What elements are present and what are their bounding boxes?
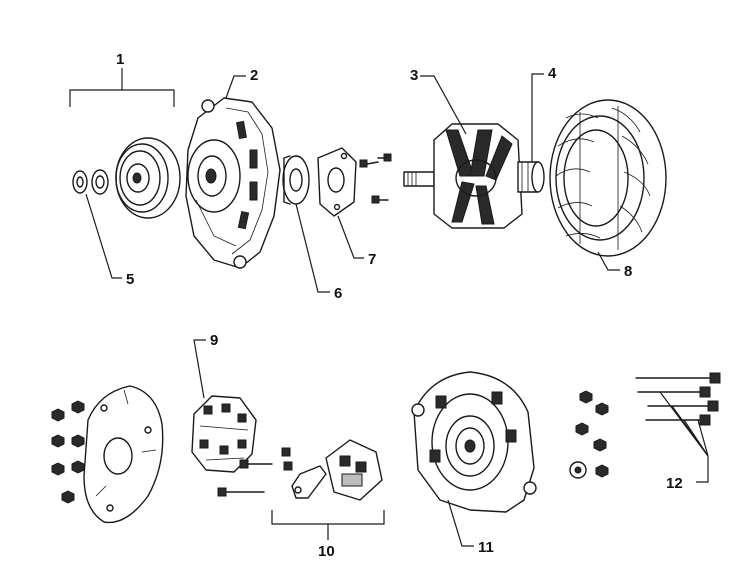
callout-8: 8 bbox=[624, 263, 632, 280]
callout-11: 11 bbox=[478, 539, 494, 556]
slip-ring-end-housing bbox=[411, 371, 537, 513]
callout-4: 4 bbox=[548, 65, 557, 82]
callout-9: 9 bbox=[210, 332, 218, 349]
bolt-leaders bbox=[659, 391, 709, 483]
leader-5 bbox=[85, 193, 122, 279]
leader-7 bbox=[337, 215, 364, 259]
retainer-screws bbox=[359, 153, 392, 204]
voltage-regulator bbox=[325, 439, 383, 501]
leader-9 bbox=[193, 339, 206, 399]
drive-end-housing bbox=[185, 97, 281, 269]
pulley-assembly-bracket bbox=[69, 68, 175, 107]
leader-2 bbox=[225, 75, 246, 99]
leader-6 bbox=[295, 203, 330, 293]
callout-5: 5 bbox=[126, 271, 134, 288]
through-bolts bbox=[635, 372, 721, 426]
callout-10: 10 bbox=[318, 543, 335, 560]
callout-7: 7 bbox=[368, 251, 376, 268]
bearing-retainer-plate bbox=[317, 147, 357, 217]
callout-12: 12 bbox=[666, 475, 683, 492]
brush-lead bbox=[291, 465, 327, 499]
callout-1: 1 bbox=[116, 51, 124, 68]
rear-nuts bbox=[51, 400, 85, 504]
callout-3: 3 bbox=[410, 67, 418, 84]
stator bbox=[549, 99, 667, 257]
housing-nuts bbox=[569, 390, 609, 479]
rectifier bbox=[191, 395, 257, 473]
rotor bbox=[403, 123, 545, 229]
leader-8 bbox=[597, 251, 620, 271]
leader-3 bbox=[420, 75, 467, 135]
pulley-nut bbox=[72, 169, 109, 195]
callout-6: 6 bbox=[334, 285, 342, 302]
pulley bbox=[115, 137, 181, 219]
leader-11 bbox=[447, 499, 474, 547]
callout-2: 2 bbox=[250, 67, 258, 84]
rectifier-screws bbox=[217, 447, 293, 497]
rear-cover-plate bbox=[83, 385, 164, 524]
regulator-bracket bbox=[271, 510, 385, 540]
leader-4 bbox=[531, 73, 544, 162]
front-bearing bbox=[282, 155, 310, 205]
